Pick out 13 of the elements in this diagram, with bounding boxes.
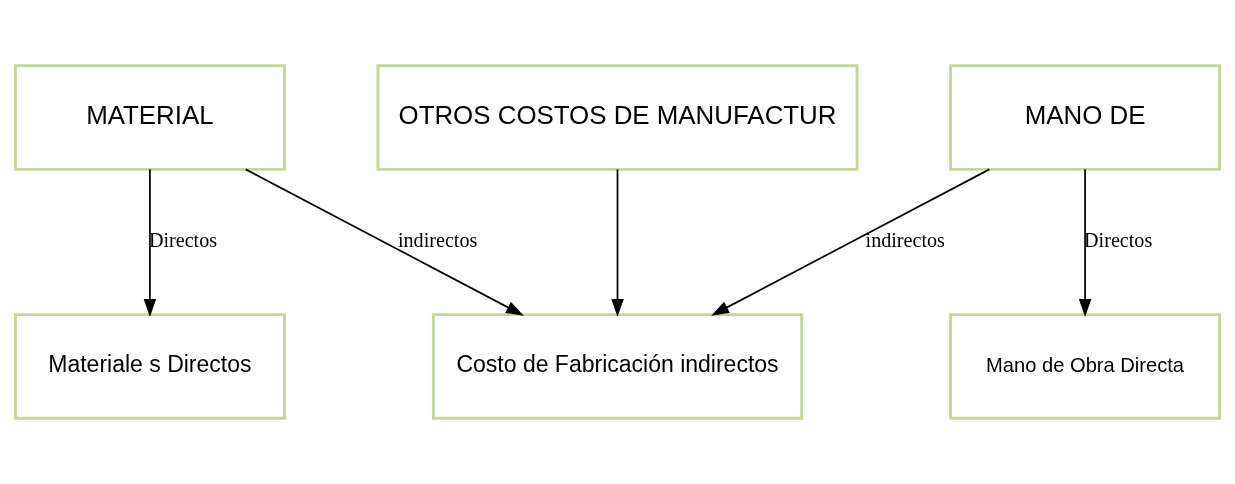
node-box: Costo de Fabricación indirectos <box>431 313 804 420</box>
edge-label: indirectos <box>397 229 478 252</box>
node-box: OTROS COSTOS DE MANUFACTUR <box>376 64 859 171</box>
node-box: MANO DE <box>949 64 1222 171</box>
node-box: Mano de Obra Directa <box>949 313 1222 420</box>
arrow <box>711 168 991 316</box>
arrow <box>244 168 524 316</box>
arrow <box>1078 168 1092 317</box>
node-box: Materiale s Directos <box>13 313 286 420</box>
arrow <box>143 168 157 317</box>
node-box: MATERIAL <box>13 64 286 171</box>
edge-label: indirectos <box>865 229 945 252</box>
arrow <box>611 168 624 317</box>
